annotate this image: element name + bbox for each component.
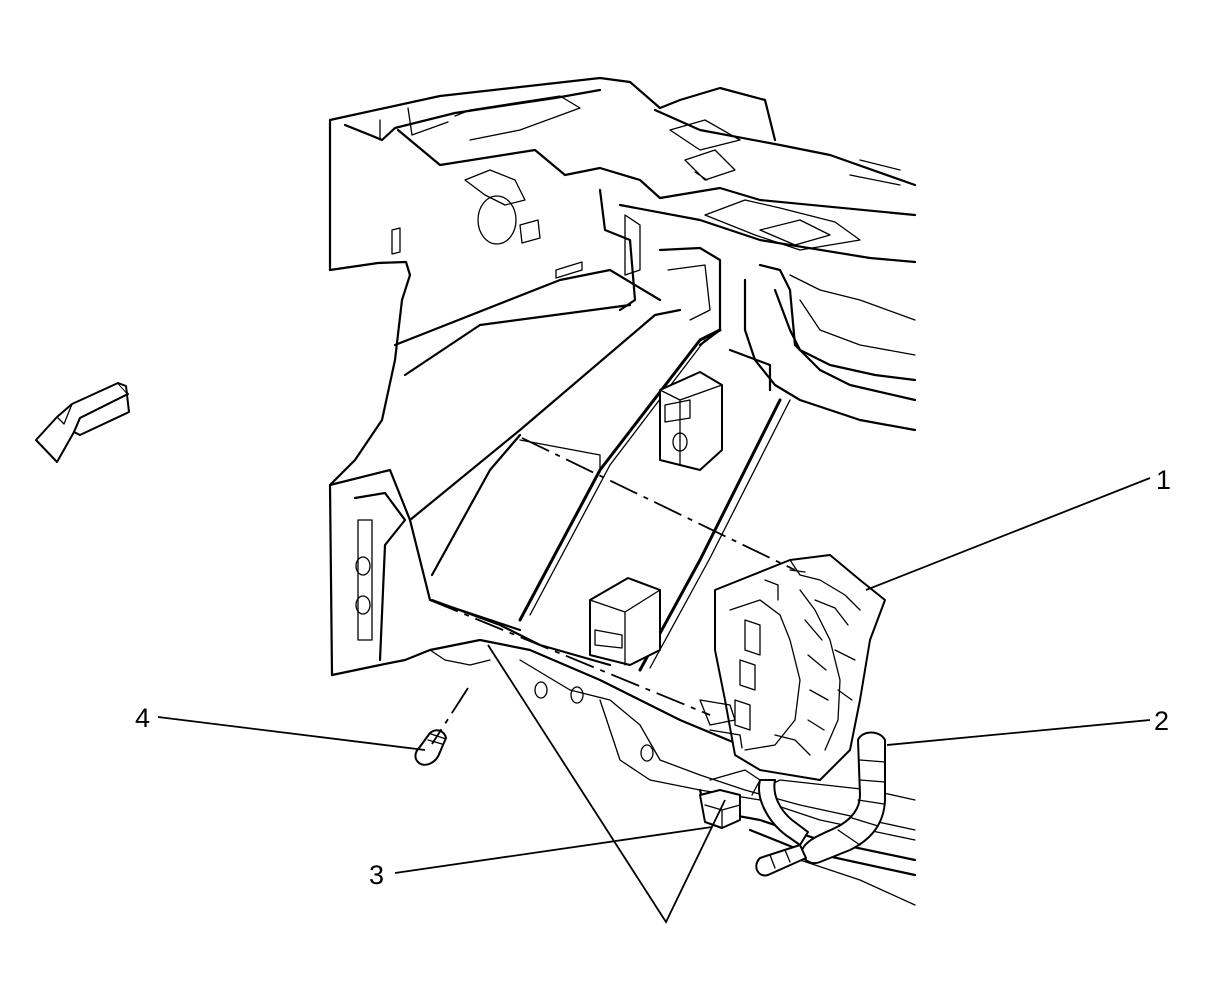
callout-3-label: 3: [369, 860, 384, 890]
bulb-icon: [414, 729, 447, 766]
direction-arrow-icon: [35, 382, 130, 463]
callout-2-label: 2: [1154, 706, 1169, 736]
callout-1-leader: [865, 477, 1151, 591]
relay-block-lower: [589, 577, 661, 666]
callout-4-label: 4: [135, 703, 150, 733]
relay-block-upper: [659, 371, 723, 471]
callout-3-leader: [394, 826, 713, 874]
location-leader-v: [487, 644, 726, 924]
wiring-harness: [755, 731, 886, 877]
callout-1-label: 1: [1156, 465, 1171, 495]
assembly-path-lines: [429, 437, 796, 745]
callout-2-leader: [886, 719, 1151, 746]
junction-block: [699, 554, 886, 781]
callout-4-leader: [157, 716, 426, 751]
instrument-panel-carrier: [328, 76, 917, 906]
